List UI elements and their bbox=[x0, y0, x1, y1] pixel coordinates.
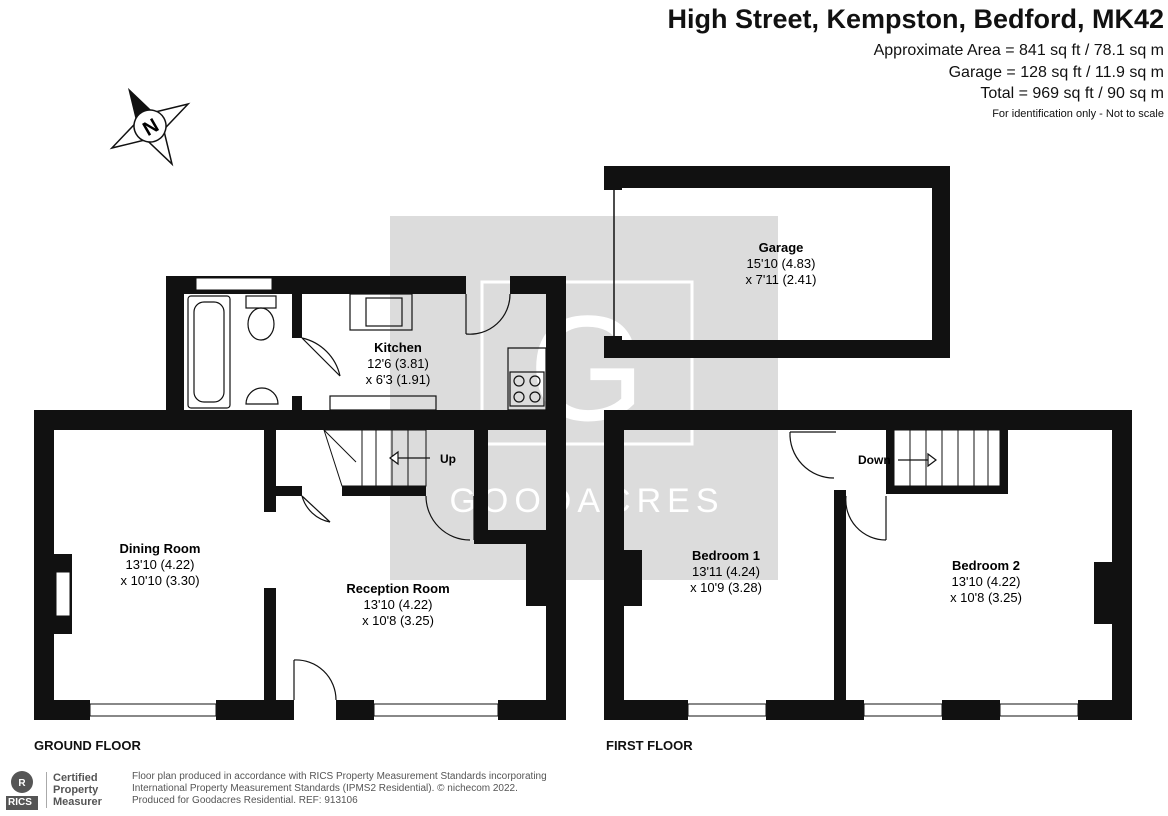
footer-line: Produced for Goodacres Residential. REF:… bbox=[132, 795, 358, 806]
room-label-bedroom-1: Bedroom 1 13'11 (4.24) x 10'9 (3.28) bbox=[690, 548, 762, 595]
room-dim-1: 13'10 (4.22) bbox=[952, 574, 1021, 589]
room-name: Kitchen bbox=[374, 340, 422, 355]
property-address-title: High Street, Kempston, Bedford, MK42 bbox=[667, 4, 1164, 34]
stairs-up-label: Up bbox=[440, 452, 456, 466]
room-name: Garage bbox=[759, 240, 804, 255]
svg-text:R: R bbox=[18, 778, 26, 789]
watermark-frame bbox=[480, 280, 694, 446]
rics-logo-icon: R RICS bbox=[6, 770, 38, 810]
stairs-up-arrow-icon bbox=[389, 450, 430, 466]
room-label-garage: Garage 15'10 (4.83) x 7'11 (2.41) bbox=[746, 240, 817, 287]
room-name: Bedroom 2 bbox=[952, 558, 1020, 573]
ground-floor-doors bbox=[293, 293, 511, 701]
room-label-dining: Dining Room 13'10 (4.22) x 10'10 (3.30) bbox=[120, 541, 201, 588]
footer-line: Floor plan produced in accordance with R… bbox=[132, 771, 547, 782]
bath-icon bbox=[187, 295, 231, 409]
first-floor-doors bbox=[789, 431, 887, 541]
kitchen-sink-icon bbox=[349, 293, 413, 331]
room-label-bedroom-2: Bedroom 2 13'10 (4.22) x 10'8 (3.25) bbox=[950, 558, 1022, 605]
stairs-down-arrow-icon bbox=[898, 452, 937, 468]
toilet-icon bbox=[245, 295, 277, 341]
footer-disclaimer: Floor plan produced in accordance with R… bbox=[132, 771, 547, 807]
first-floor-walls bbox=[604, 410, 1132, 720]
rics-mark: RICS bbox=[8, 797, 32, 808]
room-label-reception: Reception Room 13'10 (4.22) x 10'8 (3.25… bbox=[346, 581, 449, 628]
room-dim-2: x 6'3 (1.91) bbox=[366, 372, 431, 387]
basin-icon bbox=[245, 387, 279, 405]
badge-line: Property bbox=[53, 784, 99, 796]
garage-walls bbox=[604, 166, 950, 358]
ground-floor-label: GROUND FLOOR bbox=[34, 738, 141, 753]
ground-floor-walls bbox=[34, 276, 566, 720]
scale-note: For identification only - Not to scale bbox=[992, 108, 1164, 120]
compass-center bbox=[133, 109, 167, 143]
footer-line: International Property Measurement Stand… bbox=[132, 783, 518, 794]
room-dim-1: 13'10 (4.22) bbox=[126, 557, 195, 572]
room-dim-2: x 10'10 (3.30) bbox=[120, 573, 199, 588]
badge-line: Certified bbox=[53, 772, 98, 784]
watermark: G GOODACRES bbox=[390, 216, 778, 580]
room-dim-1: 13'11 (4.24) bbox=[692, 564, 760, 579]
room-dim-1: 15'10 (4.83) bbox=[747, 256, 816, 271]
room-dim-1: 13'10 (4.22) bbox=[364, 597, 433, 612]
room-dim-1: 12'6 (3.81) bbox=[367, 356, 429, 371]
room-dim-2: x 7'11 (2.41) bbox=[746, 272, 817, 287]
first-floor-windows bbox=[687, 703, 1079, 717]
room-name: Reception Room bbox=[346, 581, 449, 596]
compass-icon bbox=[109, 87, 191, 167]
rics-badge: R RICS Certified Property Measurer bbox=[6, 770, 102, 810]
first-floor-label: FIRST FLOOR bbox=[606, 738, 693, 753]
stairs-down-label: Down bbox=[858, 453, 891, 467]
approximate-area: Approximate Area = 841 sq ft / 78.1 sq m bbox=[873, 42, 1164, 59]
first-floor-stairs bbox=[893, 429, 1001, 487]
hob-icon bbox=[509, 371, 545, 407]
room-name: Dining Room bbox=[120, 541, 201, 556]
room-dim-2: x 10'8 (3.25) bbox=[362, 613, 434, 628]
watermark-word: GOODACRES bbox=[449, 482, 724, 520]
total-area: Total = 969 sq ft / 90 sq m bbox=[980, 85, 1164, 102]
rics-badge-text: Certified Property Measurer bbox=[46, 772, 102, 808]
room-label-kitchen: Kitchen 12'6 (3.81) x 6'3 (1.91) bbox=[366, 340, 431, 387]
room-name: Bedroom 1 bbox=[692, 548, 760, 563]
ground-floor-windows bbox=[55, 277, 499, 717]
worktop bbox=[329, 347, 547, 411]
garage-area: Garage = 128 sq ft / 11.9 sq m bbox=[948, 64, 1164, 81]
room-dim-2: x 10'8 (3.25) bbox=[950, 590, 1022, 605]
badge-line: Measurer bbox=[53, 796, 102, 808]
room-dim-2: x 10'9 (3.28) bbox=[690, 580, 762, 595]
